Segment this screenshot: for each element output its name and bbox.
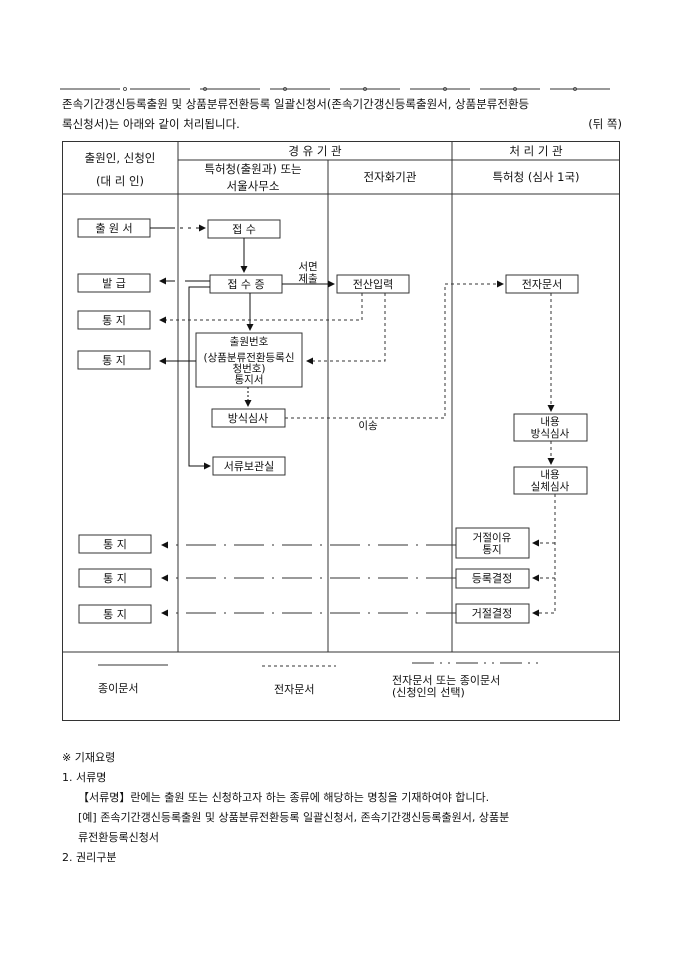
label-paper-submit-2: 제출 bbox=[298, 273, 318, 285]
intro-line-2: 록신청서)는 아래와 같이 처리됩니다. bbox=[62, 117, 240, 131]
writing-guide: ※ 기재요령 1. 서류명 【서류명】란에는 출원 또는 신청하고자 하는 종류… bbox=[62, 748, 632, 868]
legend-either-label-2: (신청인의 선택) bbox=[392, 686, 465, 699]
legend-paper-label: 종이문서 bbox=[98, 682, 138, 695]
label-receipt: 접 수 bbox=[232, 223, 256, 236]
label-archive: 서류보관실 bbox=[224, 460, 275, 473]
connector-notice-1 bbox=[159, 293, 363, 324]
label-paper-submit-1: 서면 bbox=[298, 261, 317, 273]
legend-either-label-1: 전자문서 또는 종이문서 bbox=[392, 674, 500, 687]
intro-text: 존속기간갱신등록출원 및 상품분류전환등록 일괄신청서(존속기간갱신등록출원서,… bbox=[62, 94, 622, 134]
box-data-entry bbox=[336, 274, 410, 294]
box-archive bbox=[212, 456, 286, 476]
group-via-header: 경 유 기 관 bbox=[288, 144, 342, 158]
top-separator bbox=[60, 87, 620, 91]
col2-header-2: 서울사무소 bbox=[227, 179, 280, 193]
label-registration-decision: 등록결정 bbox=[472, 572, 512, 585]
label-number-notice-2: (상품분류전환등록신 bbox=[203, 352, 294, 364]
notes-item1-example-1: [예] 존속기간갱신등록출원 및 상품분류전환등록 일괄신청서, 존속기간갱신등… bbox=[78, 811, 510, 824]
label-notice-5: 통 지 bbox=[103, 608, 127, 621]
label-notice-4: 통 지 bbox=[103, 572, 127, 585]
label-notice-1: 통 지 bbox=[102, 314, 126, 327]
col3-header: 전자화기관 bbox=[364, 170, 417, 184]
label-refusal-reason-1: 거절이유 bbox=[473, 531, 512, 544]
legend-electronic-label: 전자문서 bbox=[274, 683, 314, 696]
back-page-label: (뒤 쪽) bbox=[588, 117, 622, 131]
box-notice-2 bbox=[77, 350, 151, 370]
label-e-document: 전자문서 bbox=[522, 278, 562, 291]
label-notice-3: 통 지 bbox=[103, 538, 127, 551]
box-refusal-reason bbox=[455, 527, 530, 559]
label-number-notice-1: 출원번호 bbox=[230, 336, 269, 348]
notes-item1-title: 1. 서류명 bbox=[62, 771, 107, 784]
label-content-substantive-1: 내용 bbox=[540, 469, 560, 481]
box-number-notice bbox=[195, 332, 303, 388]
box-e-document bbox=[505, 274, 579, 294]
connector-data-entry-number bbox=[306, 293, 386, 365]
notes-item1-example-2: 류전환등록신청서 bbox=[78, 831, 159, 844]
box-notice-5 bbox=[78, 604, 152, 624]
label-notice-2: 통 지 bbox=[102, 354, 126, 367]
connector-transfer bbox=[285, 280, 504, 419]
connector-archive bbox=[188, 286, 211, 470]
label-receipt-cert: 접 수 증 bbox=[227, 278, 264, 291]
label-refusal-reason-2: 통지 bbox=[482, 544, 501, 556]
connector-substantive-decisions bbox=[533, 494, 556, 614]
col1-header-1: 출원인, 신청인 bbox=[85, 151, 156, 165]
col2-header-1: 특허청(출원과) 또는 bbox=[204, 162, 301, 176]
notes-item2-title: 2. 권리구분 bbox=[62, 851, 117, 864]
label-content-formal-2: 방식심사 bbox=[531, 428, 570, 440]
box-notice-4 bbox=[78, 568, 152, 588]
box-content-substantive bbox=[513, 466, 588, 495]
label-refusal-decision: 거절결정 bbox=[472, 607, 512, 620]
notes-title: ※ 기재요령 bbox=[62, 751, 116, 764]
box-notice-3 bbox=[78, 534, 152, 554]
label-transfer: 이송 bbox=[358, 420, 378, 432]
label-content-substantive-2: 실체심사 bbox=[531, 481, 570, 493]
process-table bbox=[62, 141, 620, 721]
notes-item1-body: 【서류명】란에는 출원 또는 신청하고자 하는 종류에 해당하는 명칭을 기재하… bbox=[78, 791, 490, 804]
label-number-notice-4: 통지서 bbox=[235, 374, 264, 386]
col4-header: 특허청 (심사 1국) bbox=[492, 170, 579, 184]
label-content-formal-1: 내용 bbox=[540, 416, 560, 428]
label-data-entry: 전산입력 bbox=[353, 278, 393, 291]
label-formal-exam: 방식심사 bbox=[228, 412, 268, 425]
intro-line-1: 존속기간갱신등록출원 및 상품분류전환등록 일괄신청서(존속기간갱신등록출원서,… bbox=[62, 97, 530, 111]
box-issue bbox=[77, 273, 151, 293]
box-notice-1 bbox=[77, 310, 151, 330]
label-issue: 발 급 bbox=[102, 277, 126, 290]
group-proc-header: 처 리 기 관 bbox=[509, 144, 563, 158]
label-number-notice-3: 청번호) bbox=[232, 363, 265, 375]
label-application: 출 원 서 bbox=[95, 222, 132, 235]
col1-header-2: (대 리 인) bbox=[96, 174, 144, 188]
